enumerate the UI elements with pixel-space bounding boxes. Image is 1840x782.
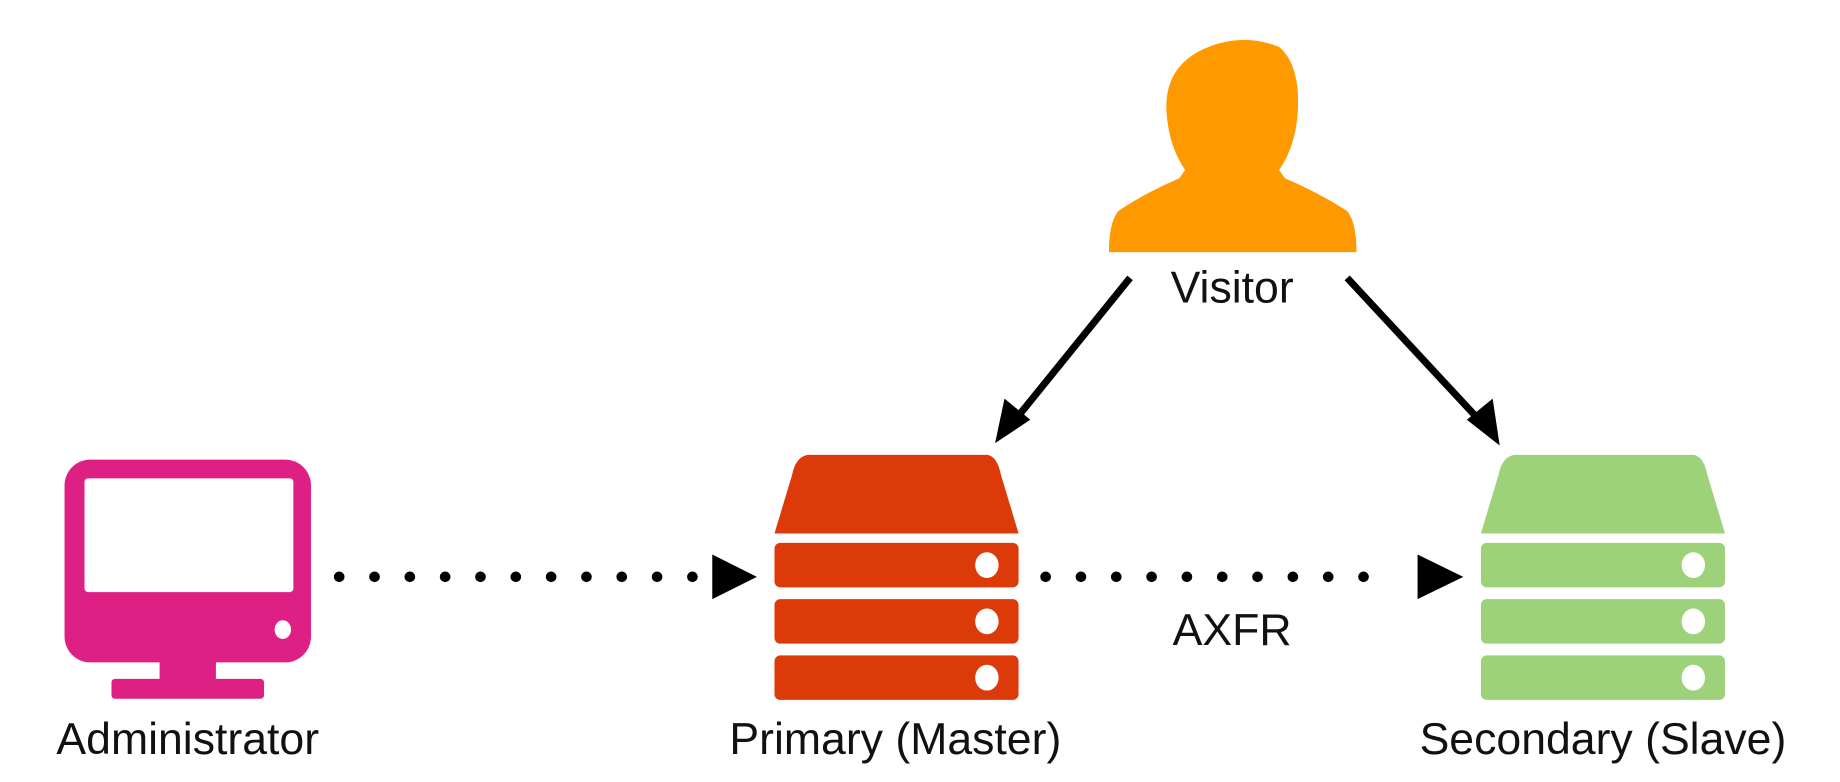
server-led-icon (975, 608, 999, 635)
server-icon (1480, 454, 1725, 700)
server-led-icon (975, 664, 999, 691)
server-led-icon (1681, 608, 1706, 635)
server-top (774, 454, 1019, 534)
server-unit (1480, 655, 1725, 700)
visitor-label: Visitor (1171, 264, 1294, 313)
server-unit (774, 599, 1019, 644)
server-unit (774, 655, 1019, 700)
arrow-visitor-to-primary (1008, 275, 1133, 427)
server-top (1480, 454, 1725, 534)
monitor-icon (64, 459, 311, 699)
arrowhead-icon (1417, 554, 1464, 600)
server-unit (1480, 542, 1725, 588)
server-icon (774, 454, 1019, 700)
administrator-label: Administrator (56, 715, 319, 764)
primary-label: Primary (Master) (729, 715, 1061, 764)
arrow-visitor-to-secondary (1344, 275, 1486, 427)
server-unit (774, 542, 1019, 588)
server-unit (1480, 599, 1725, 644)
server-led-icon (975, 552, 999, 578)
arrowhead-icon (712, 554, 757, 600)
arrowhead-icon (1466, 398, 1500, 446)
server-led-icon (1681, 664, 1706, 691)
axfr-label: AXFR (1173, 606, 1292, 655)
server-led-icon (1681, 552, 1706, 578)
arrowhead-icon (995, 398, 1031, 444)
secondary-label: Secondary (Slave) (1420, 715, 1787, 764)
person-icon (1108, 39, 1357, 253)
